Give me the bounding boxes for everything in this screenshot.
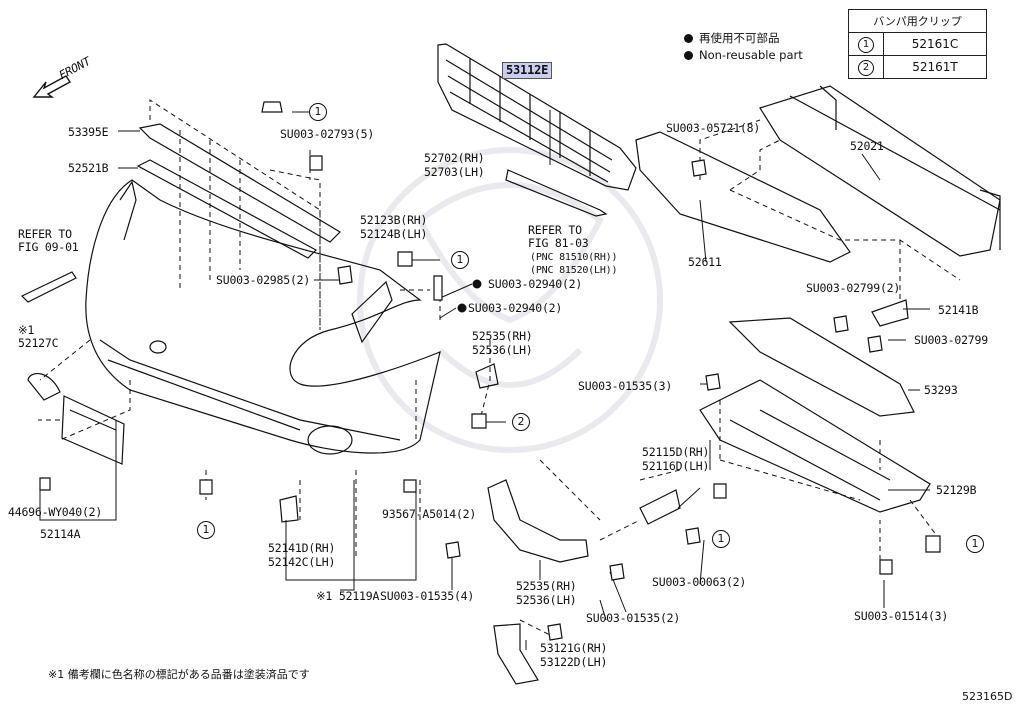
part-label-su02793[interactable]: SU003-02793(5) bbox=[280, 127, 375, 141]
part-label-52703[interactable]: 52703(LH) bbox=[424, 165, 485, 179]
clip-part-number[interactable]: 52161C bbox=[883, 32, 987, 56]
part-52611-absorber bbox=[635, 131, 851, 263]
part-label-52141B[interactable]: 52141B bbox=[938, 303, 979, 317]
legend-non-reusable-en: Non-reusable part bbox=[684, 48, 803, 62]
part-label-su02799-2[interactable]: SU003-02799(2) bbox=[806, 281, 901, 295]
clip-table: バンパ用クリップ 1 52161C 2 52161T bbox=[848, 9, 987, 79]
clip-table-header: バンパ用クリップ bbox=[848, 9, 987, 33]
part-label-su00063[interactable]: SU003-00063(2) bbox=[652, 575, 747, 589]
clip-marker-1: 1 bbox=[712, 530, 730, 548]
part-label-93567[interactable]: 93567-A5014(2) bbox=[382, 507, 477, 521]
part-52535-bracket-lower bbox=[487, 479, 589, 563]
refer-label: REFER TO bbox=[528, 223, 582, 237]
part-label-52116D[interactable]: 52116D(LH) bbox=[642, 459, 710, 473]
clip-number: 2 bbox=[858, 59, 874, 76]
part-label-52535[interactable]: 52535(RH) bbox=[472, 329, 533, 343]
part-52141D-bracket bbox=[279, 495, 299, 523]
diagram-code: 523165D bbox=[962, 690, 1013, 703]
part-label-53395E[interactable]: 53395E bbox=[68, 125, 109, 139]
part-label-52021[interactable]: 52021 bbox=[850, 139, 884, 153]
note-marker: ※1 bbox=[18, 323, 35, 337]
part-label-53122D[interactable]: 53122D(LH) bbox=[540, 655, 608, 669]
clip-marker-1: 1 bbox=[197, 521, 215, 539]
part-52115D-bracket bbox=[639, 489, 681, 525]
clip-part-number[interactable]: 52161T bbox=[883, 55, 987, 79]
pnc-label: (PNC 81520(LH)) bbox=[530, 265, 618, 276]
part-label-52141D[interactable]: 52141D(RH) bbox=[268, 541, 336, 555]
part-label-su02940[interactable]: SU003-02940(2) bbox=[468, 301, 563, 315]
legend-non-reusable-jp: 再使用不可部品 bbox=[684, 30, 780, 46]
clip-number: 1 bbox=[858, 36, 874, 53]
part-label-52536[interactable]: 52536(LH) bbox=[472, 343, 533, 357]
part-label-52123B[interactable]: 52123B(RH) bbox=[360, 213, 428, 227]
front-arrow-icon bbox=[32, 75, 72, 98]
part-label-53112E[interactable]: 53112E bbox=[502, 62, 553, 79]
part-label-52521B[interactable]: 52521B bbox=[68, 161, 109, 175]
part-label-su02985[interactable]: SU003-02985(2) bbox=[216, 273, 311, 287]
clip-marker-1: 1 bbox=[966, 535, 984, 553]
part-label-44696[interactable]: 44696-WY040(2) bbox=[8, 505, 103, 519]
clip-marker-1: 1 bbox=[451, 251, 469, 269]
part-label-su01535-4[interactable]: SU003-01535(4) bbox=[380, 589, 475, 603]
refer-fig-label[interactable]: FIG 09-01 bbox=[18, 240, 79, 254]
part-label-53121G[interactable]: 53121G(RH) bbox=[540, 641, 608, 655]
part-label-52124B[interactable]: 52124B(LH) bbox=[360, 227, 428, 241]
part-label-52114A[interactable]: 52114A bbox=[40, 527, 81, 541]
part-label-52142C[interactable]: 52142C(LH) bbox=[268, 555, 336, 569]
part-label-su02940[interactable]: SU003-02940(2) bbox=[488, 277, 583, 291]
refer-fig-label[interactable]: FIG 81-03 bbox=[528, 236, 589, 250]
non-reusable-dot-icon bbox=[684, 34, 693, 43]
part-label-su01535-2[interactable]: SU003-01535(2) bbox=[586, 611, 681, 625]
non-reusable-dot-icon bbox=[684, 51, 693, 60]
part-label-52129B[interactable]: 52129B bbox=[936, 483, 977, 497]
part-label-52119A[interactable]: ※1 52119A bbox=[316, 589, 380, 603]
legend-jp-text: 再使用不可部品 bbox=[699, 31, 780, 45]
part-label-52611[interactable]: 52611 bbox=[688, 255, 722, 269]
part-52702-molding bbox=[505, 169, 608, 217]
clip-table-row: 2 52161T bbox=[848, 55, 987, 79]
part-53293-cover bbox=[728, 317, 915, 417]
part-52123B-bracket bbox=[351, 280, 393, 344]
part-52119A-bumper-cover bbox=[85, 179, 441, 455]
part-52127C-cap bbox=[27, 373, 61, 401]
watermark-emblem-icon bbox=[357, 147, 663, 453]
legend-en-text: Non-reusable part bbox=[699, 48, 803, 62]
part-52114A-plate bbox=[61, 395, 125, 465]
part-label-52536-lower[interactable]: 52536(LH) bbox=[516, 593, 577, 607]
part-52521B-strip bbox=[136, 159, 317, 259]
part-52021-reinforcement bbox=[759, 85, 1001, 257]
part-52141B-bracket bbox=[871, 299, 909, 327]
refer-label: REFER TO bbox=[18, 227, 72, 241]
part-label-su02799[interactable]: SU003-02799 bbox=[914, 333, 988, 347]
part-refer-0901-pin bbox=[20, 271, 77, 303]
part-52535-bracket-upper bbox=[475, 363, 499, 389]
part-label-52115D[interactable]: 52115D(RH) bbox=[642, 445, 710, 459]
clip-marker-2: 2 bbox=[512, 413, 530, 431]
part-label-53293[interactable]: 53293 bbox=[924, 383, 958, 397]
part-label-su01514[interactable]: SU003-01514(3) bbox=[854, 609, 949, 623]
pnc-label: (PNC 81510(RH)) bbox=[530, 252, 618, 263]
clip-table-row: 1 52161C bbox=[848, 32, 987, 56]
part-label-52702[interactable]: 52702(RH) bbox=[424, 151, 485, 165]
part-label-52535-lower[interactable]: 52535(RH) bbox=[516, 579, 577, 593]
part-53121G-bracket bbox=[493, 623, 539, 685]
part-53395E-strip bbox=[138, 123, 341, 243]
part-label-su01535-3[interactable]: SU003-01535(3) bbox=[578, 379, 673, 393]
part-52129B-undercover bbox=[699, 379, 931, 513]
part-label-52127C[interactable]: 52127C bbox=[18, 336, 59, 350]
part-label-su05721[interactable]: SU003-05721(8) bbox=[666, 121, 761, 135]
clip-marker-1: 1 bbox=[309, 103, 327, 121]
footnote: ※1 備考欄に色名称の標記がある品番は塗装済品です bbox=[48, 668, 310, 681]
